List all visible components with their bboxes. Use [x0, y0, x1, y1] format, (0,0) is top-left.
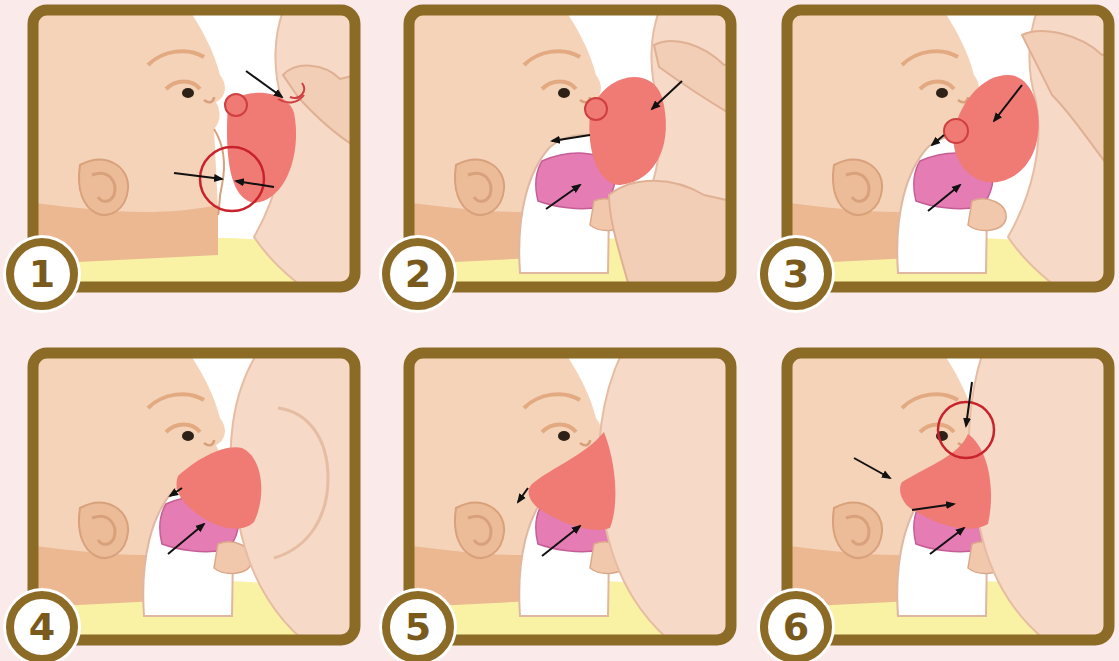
- panel-frame: [409, 10, 731, 287]
- step-number-badge: 3: [760, 238, 832, 310]
- panel-scene: [33, 10, 355, 287]
- nipple: [944, 119, 968, 143]
- step-number: 6: [783, 608, 809, 646]
- panel-scene: [409, 353, 731, 640]
- leader-arrow: [174, 173, 222, 179]
- step-number: 1: [29, 255, 55, 293]
- leader-arrow: [994, 85, 1022, 121]
- areola: [529, 432, 616, 530]
- step-number-badge: 5: [382, 591, 454, 661]
- panel-scene: [787, 10, 1109, 287]
- leader-arrow: [966, 382, 972, 426]
- leader-arrow: [912, 504, 954, 510]
- step-number: 4: [29, 608, 55, 646]
- step-number: 3: [783, 255, 809, 293]
- step-panel: 5: [404, 348, 736, 645]
- step-panel: 1: [28, 5, 360, 292]
- leader-arrow: [168, 524, 204, 554]
- step-number-badge: 1: [6, 238, 78, 310]
- baby-use: [33, 10, 225, 265]
- step-number: 5: [405, 608, 431, 646]
- leader-arrow: [928, 185, 960, 211]
- panel-scene: [33, 353, 355, 640]
- leader-arrow: [170, 488, 182, 496]
- panel-scene: [409, 10, 731, 287]
- nipple: [225, 94, 247, 116]
- step-number: 2: [405, 255, 431, 293]
- leader-arrow: [546, 185, 580, 209]
- leader-arrow: [930, 528, 964, 554]
- mother-hand: [1022, 31, 1109, 185]
- step-number-badge: 4: [6, 591, 78, 661]
- breast: [599, 353, 731, 640]
- leader-arrow: [542, 526, 580, 556]
- breast-contour: [274, 408, 328, 558]
- leader-arrow: [552, 135, 590, 141]
- leader-arrow: [932, 135, 944, 145]
- panel-frame: [787, 353, 1109, 640]
- panel-frame: [33, 10, 355, 287]
- highlight-circle: [200, 147, 264, 211]
- leader-arrow: [518, 488, 528, 502]
- hand-press-mark: [290, 83, 304, 98]
- step-panel: 4: [28, 348, 360, 645]
- leader-arrow: [246, 71, 282, 97]
- panel-frame: [787, 10, 1109, 287]
- step-number-badge: 2: [382, 238, 454, 310]
- step-panel: 3: [782, 5, 1114, 292]
- step-number-badge: 6: [760, 591, 832, 661]
- panel-scene: [787, 353, 1109, 640]
- baby-lips: [214, 129, 224, 215]
- panel-frame: [33, 353, 355, 640]
- areola: [177, 447, 262, 528]
- panel-frame: [409, 353, 731, 640]
- areola: [589, 77, 666, 185]
- step-panel: 2: [404, 5, 736, 292]
- highlight-circle: [938, 402, 994, 458]
- leader-arrow: [652, 81, 682, 109]
- leader-arrow: [236, 181, 274, 187]
- nipple: [585, 98, 607, 120]
- mother-hand: [283, 66, 355, 155]
- mother-hand: [654, 41, 731, 125]
- mother-hand: [609, 181, 731, 287]
- step-panel: 6: [782, 348, 1114, 645]
- leader-arrow: [854, 458, 890, 478]
